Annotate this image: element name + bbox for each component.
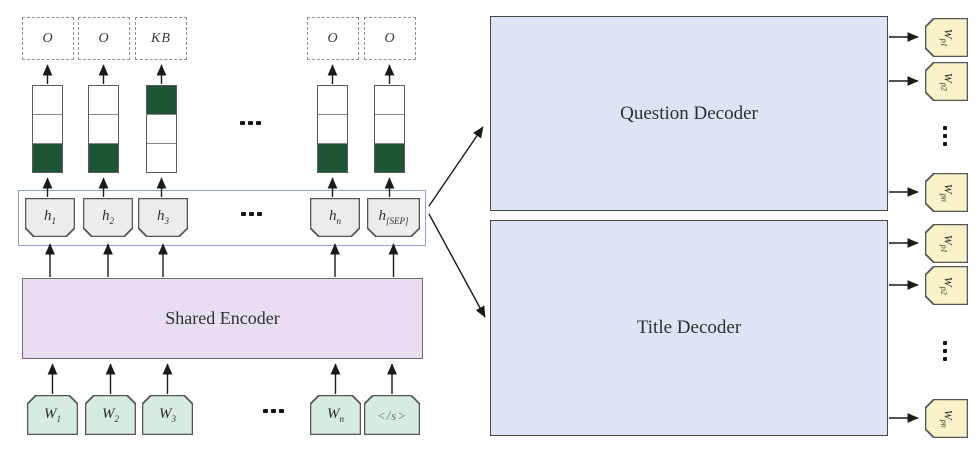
token-label: Wp2 [938,276,956,295]
hidden-state-token-face: h[SEP] [368,199,418,235]
hidden-state-token: hn [310,198,360,237]
stack-cell-active [89,143,118,172]
input-word-token-face: W2 [86,396,134,433]
hidden-state-token-face: h2 [84,199,131,235]
title-output-token: Wpn [925,399,968,438]
title-output-token-face: Wp1 [926,225,966,261]
hidden-state-token: h1 [25,198,75,237]
hidden-state-token-face: h3 [139,199,186,235]
question-decoder-box: Question Decoder [490,16,888,211]
hidden-state-token-face: h1 [26,199,73,235]
stack-cell-active [147,86,176,114]
token-label: Wpn [938,183,956,202]
token-label: Wp2 [938,72,956,91]
question-output-token: Wpn [925,173,968,212]
question-output-token: Wp1 [925,18,968,57]
title-decoder-label: Title Decoder [636,317,742,338]
ellipsis-title-outputs [943,341,947,361]
token-label: h1 [44,208,56,226]
stack-cell [89,86,118,114]
token-label: W3 [159,405,176,424]
input-word-token: W3 [142,395,193,435]
input-word-token: </s> [364,395,420,435]
input-word-token-face: Wn [311,396,359,433]
token-label: Wp1 [938,234,956,253]
prediction-slot-box: O [307,17,359,60]
probability-stack [374,85,405,173]
token-label: h3 [157,208,169,226]
question-output-token: Wp2 [925,62,968,101]
input-word-token: Wn [310,395,361,435]
hidden-state-token: h[SEP] [367,198,420,237]
prediction-slot-box: O [22,17,74,60]
token-label: h2 [102,208,114,226]
question-output-token-face: Wp1 [926,19,966,55]
probability-stack [88,85,119,173]
stack-cell [33,114,62,143]
title-output-token: Wp2 [925,266,968,305]
stack-cell-active [318,143,347,172]
ellipsis-question-outputs [943,126,947,146]
shared-encoder-box: Shared Encoder [22,278,423,359]
token-label: hn [329,208,341,226]
prediction-slot-box: O [364,17,416,60]
input-word-token: W2 [85,395,136,435]
question-output-token-face: Wp2 [926,63,966,99]
token-label: Wp1 [938,28,956,47]
question-output-token-face: Wpn [926,174,966,210]
hidden-states-container [18,190,426,246]
input-word-token-face: W1 [28,396,76,433]
hidden-state-token-face: hn [311,199,358,235]
prediction-slot-box: O [78,17,130,60]
input-word-token-face: </s> [365,396,418,433]
ellipsis-input-words [263,409,284,413]
token-label: Wpn [938,409,956,428]
stack-cell [318,114,347,143]
token-label: W1 [44,405,61,424]
token-label: Wn [327,405,344,424]
input-word-token-face: W3 [143,396,191,433]
stack-cell-active [33,143,62,172]
prediction-slot-box: KB [135,17,187,60]
stack-cell [375,86,404,114]
shared-encoder-label: Shared Encoder [165,308,280,328]
title-decoder-box: Title Decoder [490,220,888,436]
stack-cell [375,114,404,143]
probability-stack [146,85,177,173]
hidden-state-token: h3 [138,198,188,237]
stack-cell-active [375,143,404,172]
stack-cell [147,143,176,172]
token-label: </s> [376,407,408,423]
probability-stack [32,85,63,173]
stack-cell [89,114,118,143]
stack-cell [33,86,62,114]
question-decoder-label: Question Decoder [620,102,758,124]
ellipsis-hidden-states [241,212,262,216]
token-label: W2 [102,405,119,424]
stack-cell [318,86,347,114]
title-output-token: Wp1 [925,224,968,263]
ellipsis-stacks [240,121,261,125]
hidden-state-token: h2 [83,198,133,237]
input-word-token: W1 [27,395,78,435]
token-label: h[SEP] [378,208,409,226]
title-output-token-face: Wp2 [926,267,966,303]
probability-stack [317,85,348,173]
title-output-token-face: Wpn [926,400,966,436]
stack-cell [147,114,176,143]
